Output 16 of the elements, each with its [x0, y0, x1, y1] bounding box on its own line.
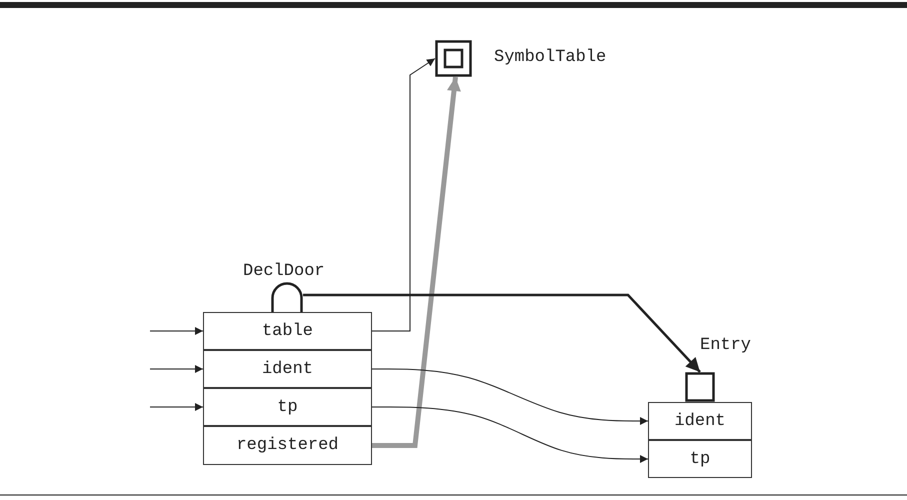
field-row: ident: [648, 402, 752, 440]
field-row: tp: [203, 388, 372, 426]
connector-arrow: [150, 327, 204, 335]
connector-arrow: [372, 58, 436, 332]
connector-arrow: [372, 368, 648, 425]
field-row: ident: [203, 350, 372, 388]
object-name: SymbolTable: [494, 48, 606, 67]
field-row: registered: [203, 426, 372, 465]
field-row: tp: [648, 440, 752, 478]
connector-arrow: [303, 294, 701, 373]
connector-arrow: [372, 76, 461, 448]
component-name: DeclDoor: [243, 262, 325, 281]
connector-arrow: [150, 365, 204, 373]
connector-arrow: [150, 403, 204, 411]
component-name: Entry: [700, 336, 752, 355]
connector-arrow: [372, 406, 648, 463]
